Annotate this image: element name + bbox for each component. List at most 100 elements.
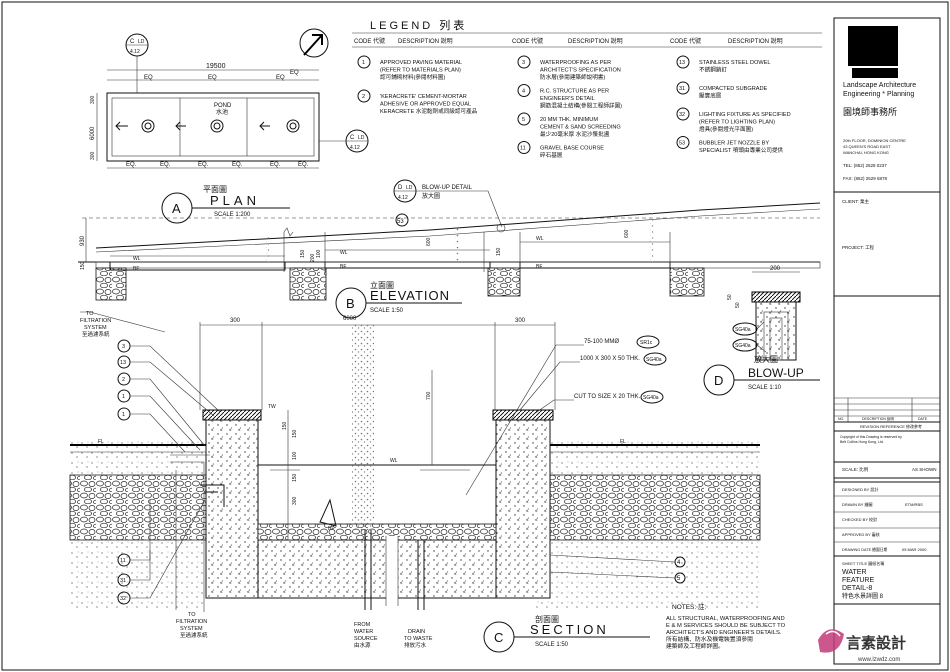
filt-bottom-4: 至過濾系統 (180, 631, 208, 639)
section-left-tag-13: 13 (117, 355, 215, 417)
legend-code: 3 (522, 60, 525, 66)
svg-text:LD: LD (358, 135, 365, 141)
legend-code: 53 (679, 141, 685, 147)
drawing-date: 05 MAR 2000 (902, 547, 927, 552)
copyright-1: Copyright of this Drawing is reserved by (840, 435, 902, 439)
filt-top-1: TO (86, 311, 94, 317)
svg-text:LD: LD (406, 185, 413, 191)
legend-code: 11 (520, 146, 526, 152)
section-pipe-filtration (170, 454, 210, 612)
svg-text:1000 X 300 X 50 THK.: 1000 X 300 X 50 THK. (580, 356, 640, 362)
elev-bf-2: BF (340, 264, 346, 270)
elev-bf-1: BF (133, 266, 139, 272)
elev-jet-1 (266, 236, 270, 262)
svg-text:5: 5 (677, 576, 681, 582)
tel: TEL: (852) 2528 0237 (843, 163, 887, 168)
legend-desc-line: CEMENT & SAND SCREEDING (540, 125, 621, 131)
section-tag-4: 4 (549, 554, 686, 568)
sec-dim-700: 700 (426, 391, 432, 400)
plan-eqd-4: EQ. (232, 162, 243, 168)
svg-text:4: 4 (677, 560, 681, 566)
svg-text:立面圖: 立面圖 (370, 280, 394, 290)
legend-desc-line: 20 MM THK. MINIMUM (540, 117, 598, 123)
elev-dim-200: 200 (310, 253, 316, 262)
legend-desc-line: 最少20毫米厚 水泥沙漿批盪 (540, 130, 610, 138)
legend-desc-line: R.C. STRUCTURE AS PER (540, 89, 609, 95)
checked-by: CHECKED BY 校對 (842, 516, 877, 522)
legend-desc-line: ENGINEER'S DETAIL (540, 96, 595, 102)
plan-arrow-left (115, 121, 128, 131)
project-label: PROJECT: 工程 (842, 244, 875, 251)
section-note-1000: 1000 X 300 X 50 THK. SG40a (519, 352, 667, 411)
filt-top-2: FILTRATION (80, 318, 111, 324)
section-left-tag-1: 1 (117, 407, 186, 453)
plan-arrow-right (259, 121, 270, 131)
drain-1: DRAIN (408, 629, 425, 635)
svg-text:1: 1 (122, 394, 125, 400)
svg-text:LD: LD (138, 39, 145, 45)
plan-callout-right: C LD 4.12 (319, 129, 369, 153)
address-3: WANCHAI, HONG KONG (843, 150, 889, 155)
watermark-logo: 言素設計 www.lzwdz.com (818, 629, 906, 663)
svg-text:放大圖: 放大圖 (754, 354, 778, 364)
drawn-by: DRAWN BY 繪圖 (842, 501, 872, 507)
legend-desc-h2: DESCRIPTION 說明 (568, 37, 623, 45)
plan-pond-cn: 水池 (216, 108, 228, 116)
sheet-title-3: DETAIL-8 (842, 585, 872, 592)
scale-value: AS SHOWN (912, 467, 937, 472)
svg-text:ELEVATION: ELEVATION (370, 288, 450, 303)
elevation-view: WL BF WL BF WL BF 930 150 150 200 100 15… (78, 179, 821, 319)
elev-dim-150b: 150 (300, 249, 306, 258)
drain-2: TO WASTE (404, 636, 433, 642)
scale-label: SCALE: 比例 (842, 466, 869, 473)
svg-text:1: 1 (122, 412, 125, 418)
svg-text:SG40a: SG40a (735, 327, 751, 333)
legend-desc-line: 碎石基層 (540, 151, 562, 159)
elev-jet-3 (650, 212, 654, 262)
notes-line-5: 建築師及工程師詳圖。 (666, 642, 724, 650)
sheet-title-2: FEATURE (842, 577, 874, 584)
sheet-title-1: WATER (842, 569, 867, 576)
plan-view: POND 水池 19500 EQ EQ EQ EQ EQ. EQ. EQ. EQ… (90, 28, 369, 224)
legend-desc-line: (REFER TO MATERIALS PLAN) (380, 68, 461, 74)
elev-blowup-callout: D LD 4.12 BLOW-UP DETAIL 放大圖 (393, 179, 506, 233)
legend-desc-line: SPECIALIST 噴頭由專業公司提供 (699, 146, 784, 154)
legend-code: 4 (522, 89, 525, 95)
sec-dim-300: 300 (292, 496, 298, 505)
plan-pond-label: POND (214, 103, 232, 109)
legend-code: 31 (679, 86, 685, 92)
svg-text:SCALE 1:50: SCALE 1:50 (535, 642, 569, 648)
plan-arrow-mid (175, 121, 186, 131)
plan-eq-2: EQ (208, 75, 217, 81)
notes-label: NOTES: 註: (672, 602, 707, 611)
fax: FAX: (852) 2529 6878 (843, 176, 888, 181)
drawing-date-label: DRAWING DATE 繪圖日期 (842, 547, 888, 552)
legend-desc-line: COMPACTED SUBGRADE (699, 86, 768, 92)
legend-title: LEGEND 列表 (370, 18, 467, 32)
legend-desc-line: GRAVEL BASE COURSE (540, 146, 604, 152)
address-2: 43 QUEEN'S ROAD EAST (843, 144, 891, 149)
filt-bottom-1: TO (188, 612, 196, 618)
legend-desc-line: APPROVED PAVING MATERIAL (380, 60, 462, 66)
legend-desc-line: BUBBLER JET NOZZLE BY (699, 141, 769, 147)
plan-depth-dim: 6000 (90, 126, 96, 140)
svg-text:C: C (494, 630, 503, 645)
filt-bottom-3: SYSTEM (180, 626, 203, 632)
svg-text:SG40a: SG40a (735, 343, 751, 349)
legend-code-h1: CODE 代號 (354, 37, 385, 45)
elev-jet-2 (455, 226, 459, 262)
svg-text:31: 31 (120, 578, 126, 584)
section-left-tag-2: 2 (117, 372, 206, 447)
svg-text:B: B (346, 296, 355, 311)
section-pipe-drain (417, 540, 425, 610)
svg-text:4.12: 4.12 (398, 195, 408, 201)
svg-text:SCALE 1:200: SCALE 1:200 (214, 212, 251, 218)
